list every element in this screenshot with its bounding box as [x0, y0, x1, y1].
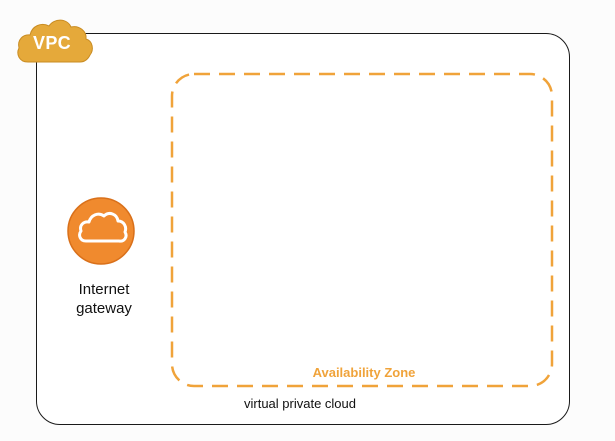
vpc-badge-label: VPC	[33, 33, 71, 53]
vpc-cloud-icon	[17, 19, 93, 63]
vpc-caption: virtual private cloud	[244, 396, 356, 411]
internet-gateway-label-line2: gateway	[76, 300, 132, 317]
internet-gateway-label-line1: Internet	[78, 281, 130, 298]
internet-gateway-label: Internet gateway	[52, 280, 156, 318]
availability-zone-container	[170, 72, 554, 388]
availability-zone-label: Availability Zone	[312, 365, 416, 380]
internet-gateway-icon	[67, 197, 135, 265]
